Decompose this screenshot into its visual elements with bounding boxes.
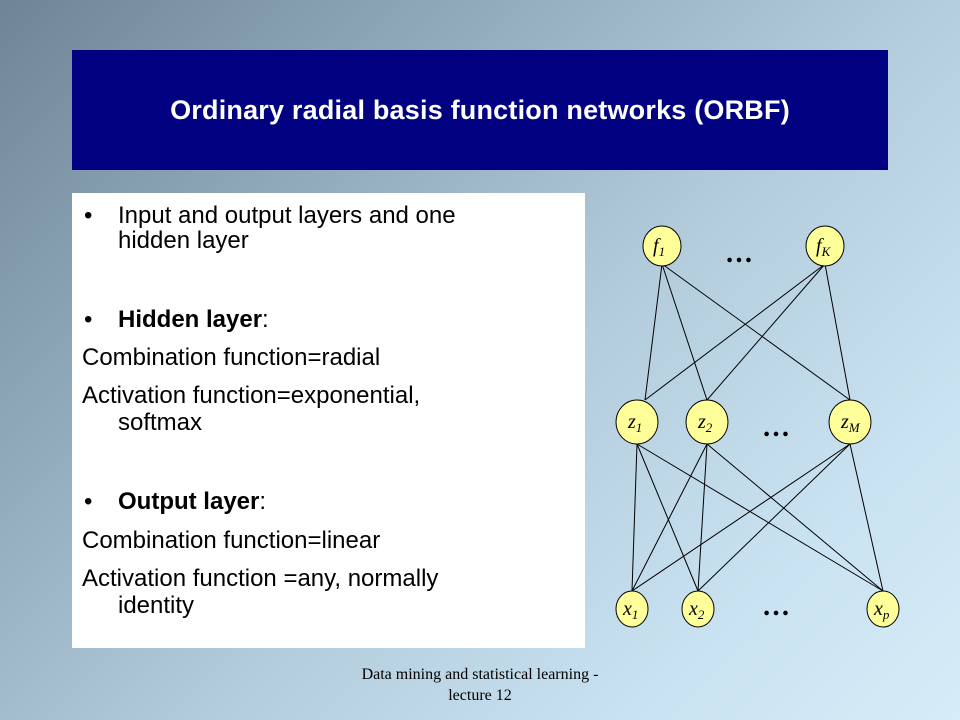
network-edge (706, 443, 884, 592)
network-edge (636, 443, 884, 592)
input-node-xp: xp (866, 590, 900, 628)
network-edge (661, 263, 851, 401)
input-node-circle (866, 590, 900, 628)
hidden-node-circle (615, 399, 659, 445)
output-node-circle (805, 225, 845, 267)
network-edge (824, 263, 851, 401)
bullet-item-layers: • Input and output layers and one (72, 203, 582, 228)
bullet-icon: • (84, 306, 93, 333)
output-node-circle (642, 225, 682, 267)
network-edge (661, 263, 708, 401)
bullet-icon: • (84, 488, 93, 515)
input-node-circle (615, 590, 649, 628)
network-edge (631, 443, 638, 592)
hidden-layer-heading: Hidden layer (118, 306, 263, 333)
network-edge (631, 443, 708, 592)
output-ellipsis: … (725, 238, 753, 269)
network-edge (636, 443, 699, 592)
network-edge (849, 443, 884, 592)
input-node-x1: x1 (615, 590, 649, 628)
output-activation-text-line2: identity (118, 592, 195, 619)
output-activation-text-line1: Activation function =any, normally (82, 565, 439, 592)
input-node-x2: x2 (681, 590, 715, 628)
bullet-item-layers-line2: hidden layer (118, 227, 249, 254)
hidden-node-circle (828, 399, 872, 445)
hidden-node-z2: z2 (685, 399, 729, 445)
output-layer-colon: : (259, 488, 267, 515)
slide-title: Ordinary radial basis function networks … (170, 94, 790, 125)
network-edge (644, 263, 826, 401)
input-node-circle (681, 590, 715, 628)
network-edge (697, 443, 708, 592)
output-node-fK: fK (805, 225, 845, 267)
network-diagram-svg: f1 fK z1 z2 zM x1 x2 xp … … … (615, 225, 900, 628)
network-nodes: f1 fK z1 z2 zM x1 x2 xp (615, 225, 900, 628)
input-ellipsis: … (762, 591, 790, 622)
footer: Data mining and statistical learning - l… (300, 664, 660, 706)
content-box: • Input and output layers and one hidden… (72, 193, 585, 648)
bullet-item-output-layer: • Output layer: (72, 489, 582, 514)
footer-line1: Data mining and statistical learning - (361, 666, 599, 683)
bullet-item-layers-line1: Input and output layers and one (118, 202, 456, 229)
network-edge (631, 443, 851, 592)
hidden-node-z1: z1 (615, 399, 659, 445)
network-edges (631, 263, 884, 592)
hidden-layer-colon: : (262, 306, 269, 333)
hidden-node-zM: zM (828, 399, 872, 445)
footer-line2: lecture 12 (448, 687, 512, 704)
title-bar: Ordinary radial basis function networks … (72, 50, 888, 170)
hidden-combination-text: Combination function=radial (82, 344, 381, 371)
output-node-f1: f1 (642, 225, 682, 267)
network-edge (697, 443, 851, 592)
hidden-activation-text-line2: softmax (118, 409, 203, 436)
bullet-item-hidden-layer: • Hidden layer: (72, 307, 582, 332)
bullet-icon: • (84, 202, 93, 229)
hidden-ellipsis: … (762, 412, 790, 443)
network-diagram: f1 fK z1 z2 zM x1 x2 xp … … … (590, 200, 920, 640)
output-layer-heading: Output layer (118, 488, 260, 515)
hidden-activation-text-line1: Activation function=exponential, (82, 382, 421, 409)
hidden-node-circle (685, 399, 729, 445)
output-combination-text: Combination function=linear (82, 527, 381, 554)
network-edge (706, 263, 826, 401)
network-edge (644, 263, 663, 401)
